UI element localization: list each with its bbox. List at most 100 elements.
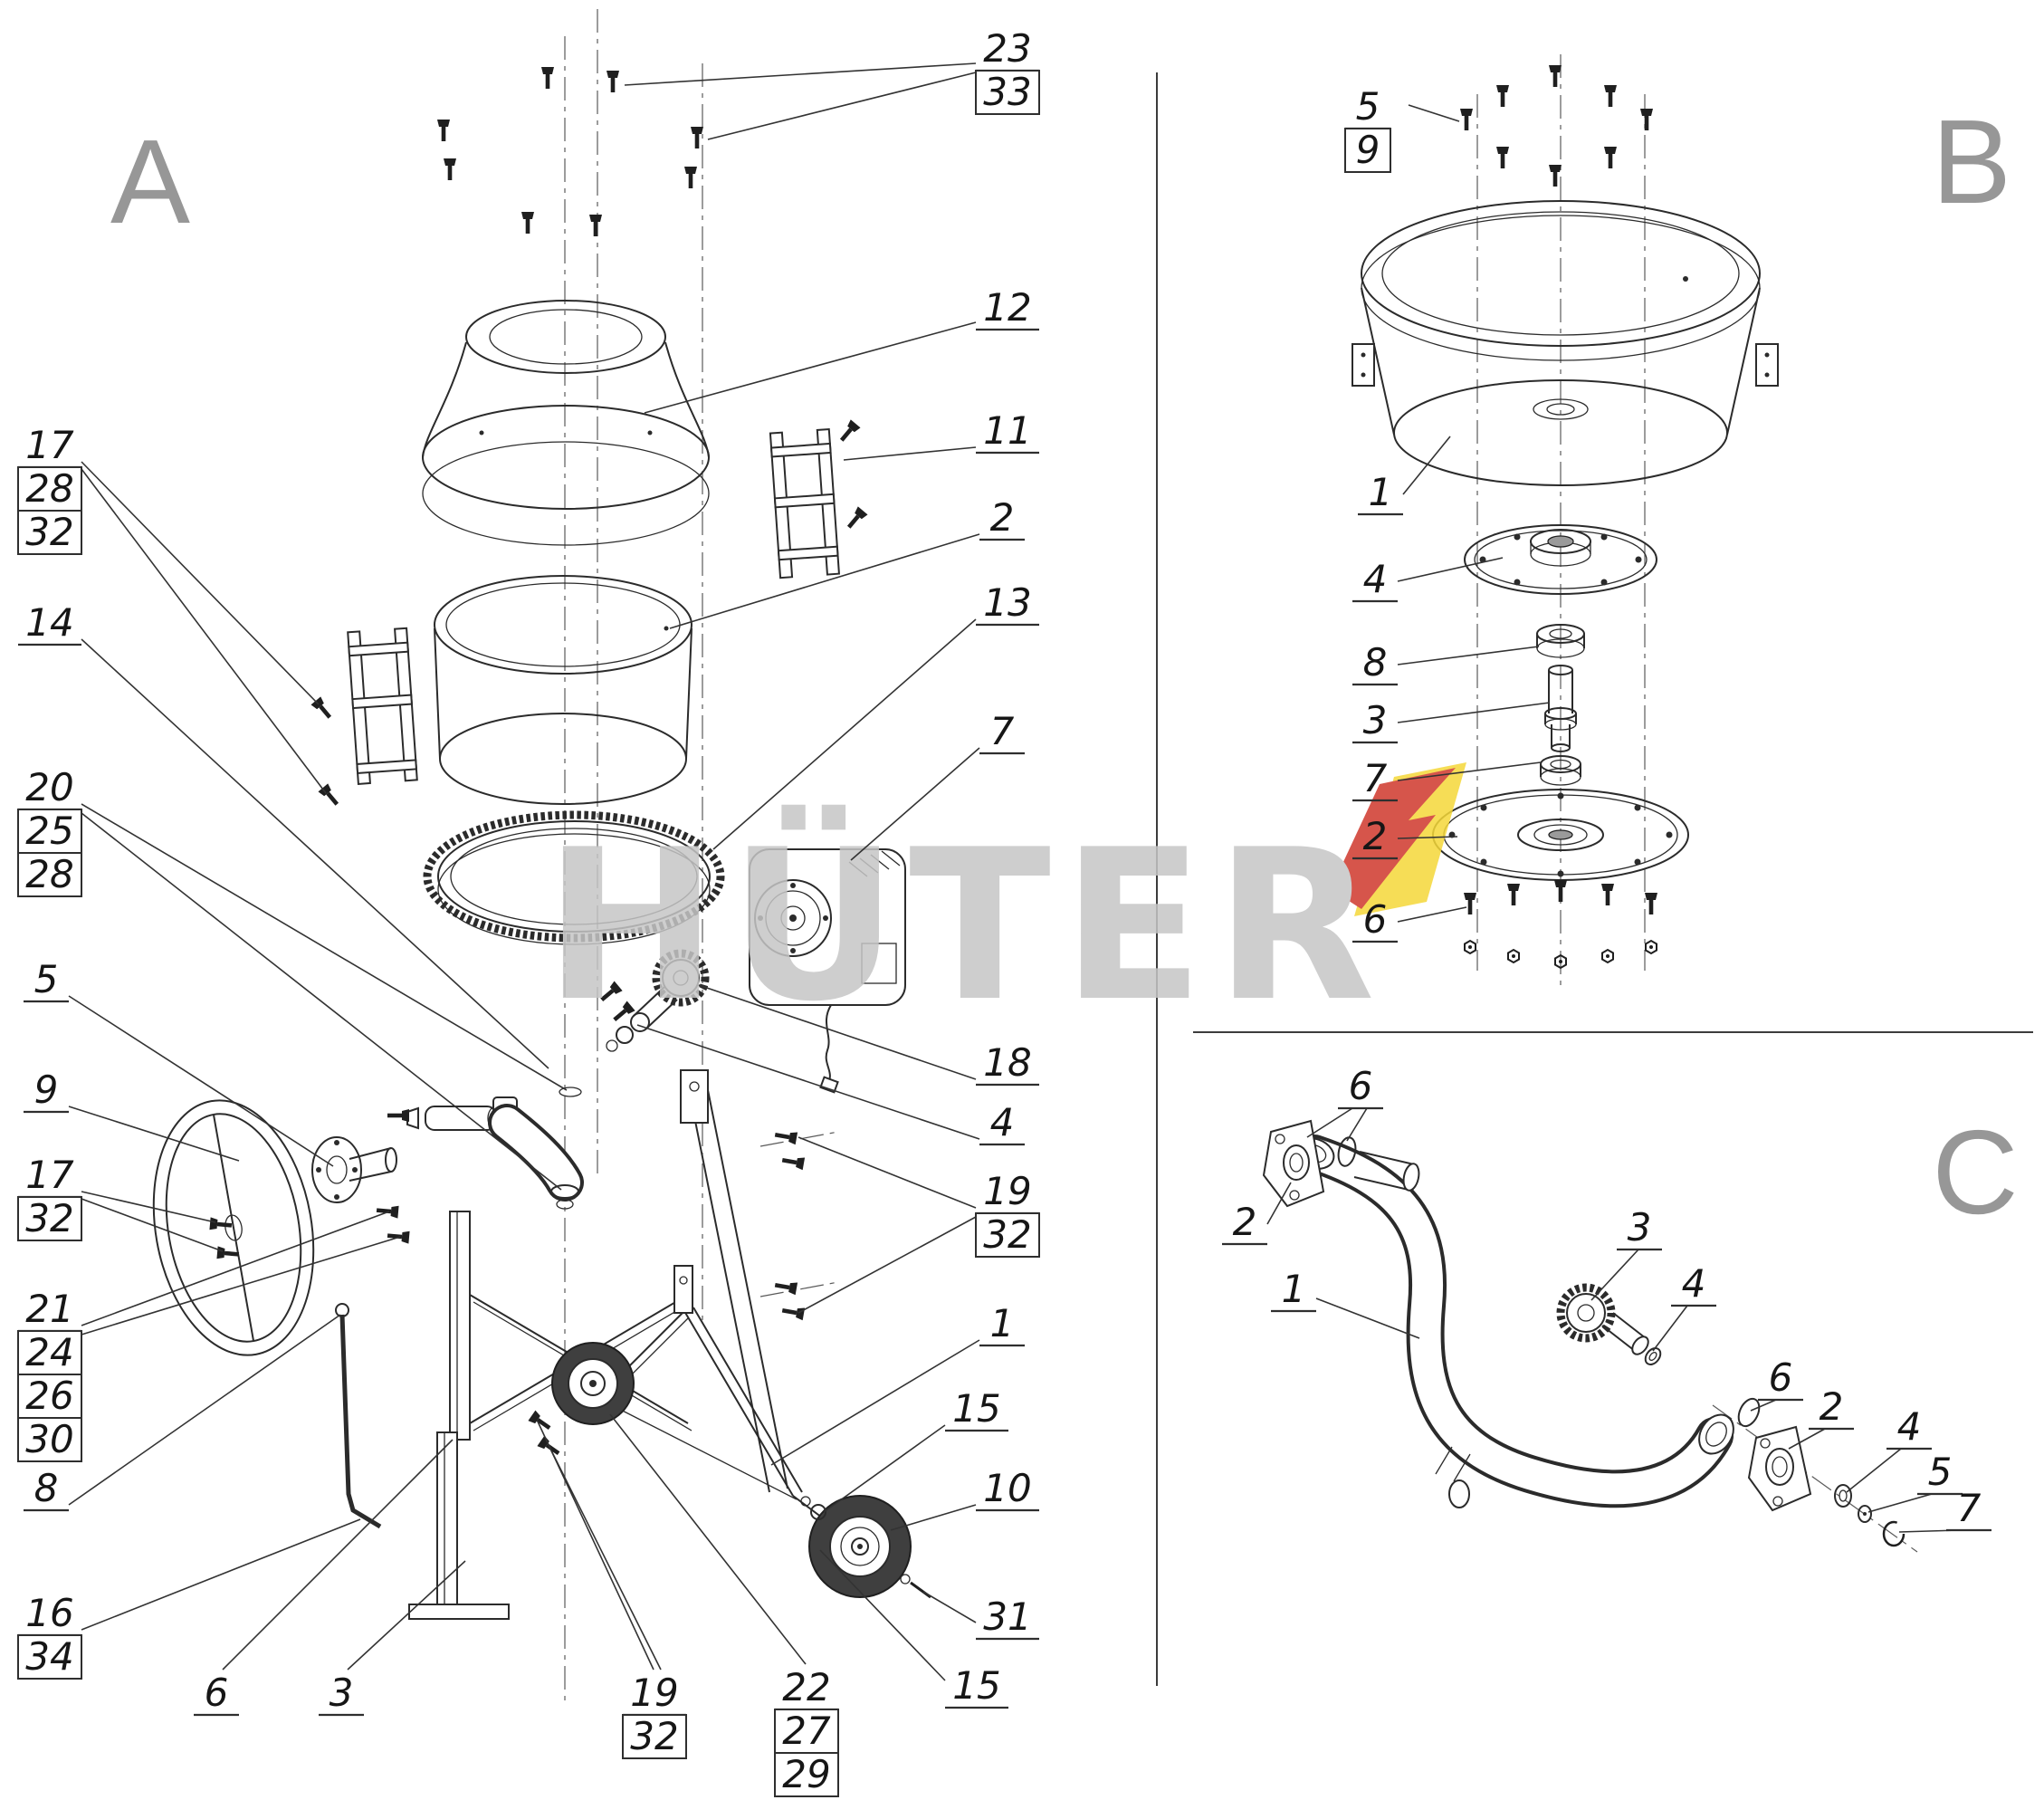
part-number: 20 [25,765,73,809]
support-arm-assembly [387,1087,584,1210]
callout-leader [1397,906,1467,923]
brand-logo-flame [1331,768,1456,909]
view-b-illustration [1352,54,1779,987]
section-letter-c: C [1932,1106,2018,1239]
part-callout: 8 [24,1466,69,1512]
watermark-text: HÜTER [544,804,1386,1048]
part-callout: 2 [1222,1200,1267,1246]
part-number: 2 [1363,814,1388,858]
part-number: 4 [990,1100,1015,1144]
part-callout: 7 [1946,1486,1991,1532]
wheel-hub-flange [209,1136,410,1261]
part-number: 7 [1957,1486,1982,1530]
part-callout: 5 [1917,1450,1963,1496]
drum-upper-cone [422,300,710,546]
part-number: 31 [983,1594,1031,1639]
part-number: 28 [25,852,73,896]
part-callout: 6 [1338,1064,1383,1110]
callout-leader [1397,836,1458,839]
part-number: 17 [25,1153,74,1197]
callout-leader [850,747,980,861]
part-callout: 15 [945,1663,1008,1709]
part-number: 1 [1282,1267,1306,1311]
part-number: 1 [990,1301,1015,1345]
callout-leader [798,1136,977,1209]
part-callout: 11 [976,408,1039,455]
part-number: 2 [1820,1384,1844,1429]
part-number: 23 [983,26,1031,71]
part-number: 18 [983,1040,1031,1085]
part-number: 24 [25,1330,73,1374]
part-number: 2 [1233,1200,1257,1244]
transport-wheel-inner [551,1342,635,1425]
part-number: 19 [983,1169,1031,1213]
part-number: 12 [983,285,1031,330]
callout-leader [222,1439,454,1671]
callout-leader [823,1424,946,1513]
callout-leader [609,1413,807,1665]
callout-leader [644,321,977,414]
drum-shaft [1544,665,1577,752]
part-callout: 1 [1358,470,1403,516]
part-number: 6 [205,1671,229,1715]
callout-leader [1315,1297,1420,1339]
callout-leader [347,1560,466,1671]
part-callout: 1 [1271,1267,1316,1313]
tilt-lever [335,1303,382,1529]
part-callout: 14 [18,600,81,646]
callout-leader [68,1106,240,1162]
part-number: 5 [34,957,59,1001]
callout-leader [1402,436,1451,495]
part-callout: 4 [1886,1404,1932,1451]
callout-leader [81,812,562,1191]
part-number: 21 [25,1287,73,1331]
part-number: 15 [952,1386,1000,1431]
part-number: 14 [25,600,73,645]
callout-leader [81,468,327,794]
part-number: 8 [34,1466,59,1510]
part-number: 4 [1897,1404,1922,1449]
part-callout: 13 [976,580,1039,627]
part-callout: 8 [1352,640,1398,686]
part-callout: 31 [976,1594,1039,1641]
part-number: 16 [25,1591,73,1635]
towbar-triangle [600,1265,852,1540]
arm-pinion [1556,1283,1662,1365]
arm-flange-left [1262,1119,1357,1208]
part-number: 28 [25,466,73,511]
bearing-flange-disc [1464,524,1657,595]
handle-bracket-right [769,419,868,579]
part-callout: 2 [1352,814,1398,860]
section-letter-b: B [1932,95,2011,228]
part-number: 34 [25,1634,73,1679]
part-number: 25 [25,809,73,853]
upper-bearing [1536,624,1585,658]
callout-leader [798,1216,977,1314]
callout-leader [81,803,568,1091]
callout-leader [81,461,320,705]
callout-leader [1397,646,1540,665]
part-number: 5 [1356,84,1380,129]
callout-leader [1590,1249,1639,1301]
part-number: 7 [990,709,1015,753]
callout-leader [636,1024,980,1140]
part-number: 26 [25,1374,73,1418]
callout-leader [1846,1448,1902,1493]
part-number: 6 [1769,1355,1793,1400]
part-callout: 7 [1352,756,1398,802]
callout-leader [698,984,977,1080]
part-number: 2 [990,495,1015,540]
part-number: 5 [1928,1450,1953,1494]
pinion-gear [597,949,710,1052]
callout-leader [843,446,977,461]
part-callout: 4 [979,1100,1025,1146]
callout-leader [890,1504,977,1531]
part-callout: 2 [1809,1384,1854,1431]
part-callout: 5 [24,957,69,1003]
part-number: 27 [782,1709,831,1753]
